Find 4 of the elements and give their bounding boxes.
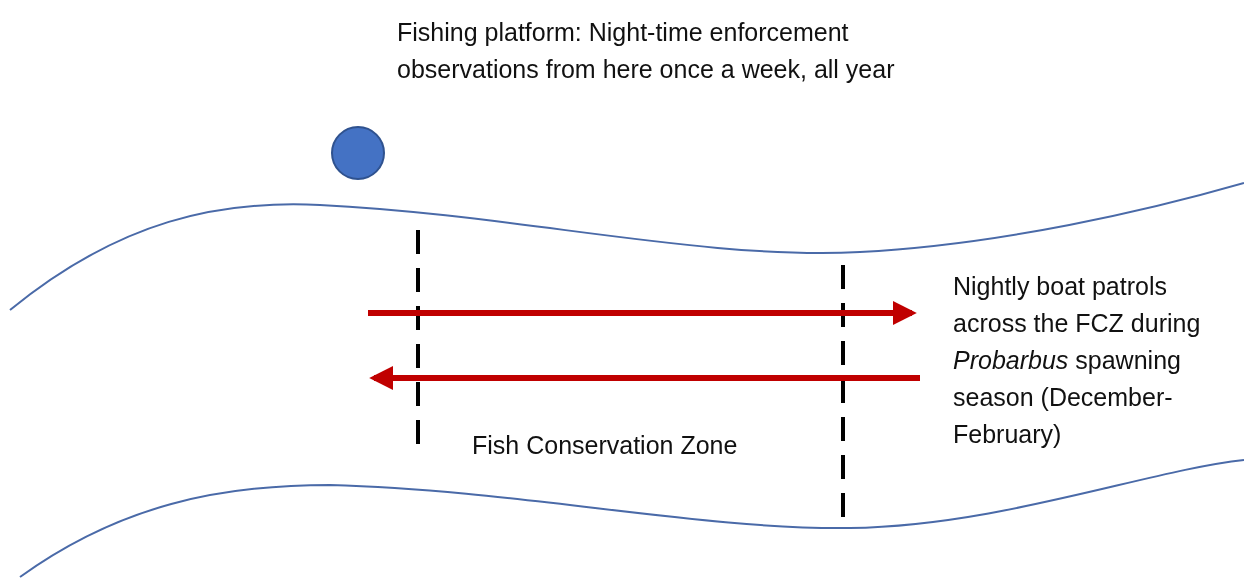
zone-label: Fish Conservation Zone [472, 430, 739, 461]
platform-note: Fishing platform: Night-time enforcement observations from here once a week, all year [397, 17, 896, 85]
platform-circle [331, 126, 385, 180]
patrol-note: Nightly boat patrols across the FCZ during Probarbus spawning season (December-February) [953, 271, 1202, 450]
